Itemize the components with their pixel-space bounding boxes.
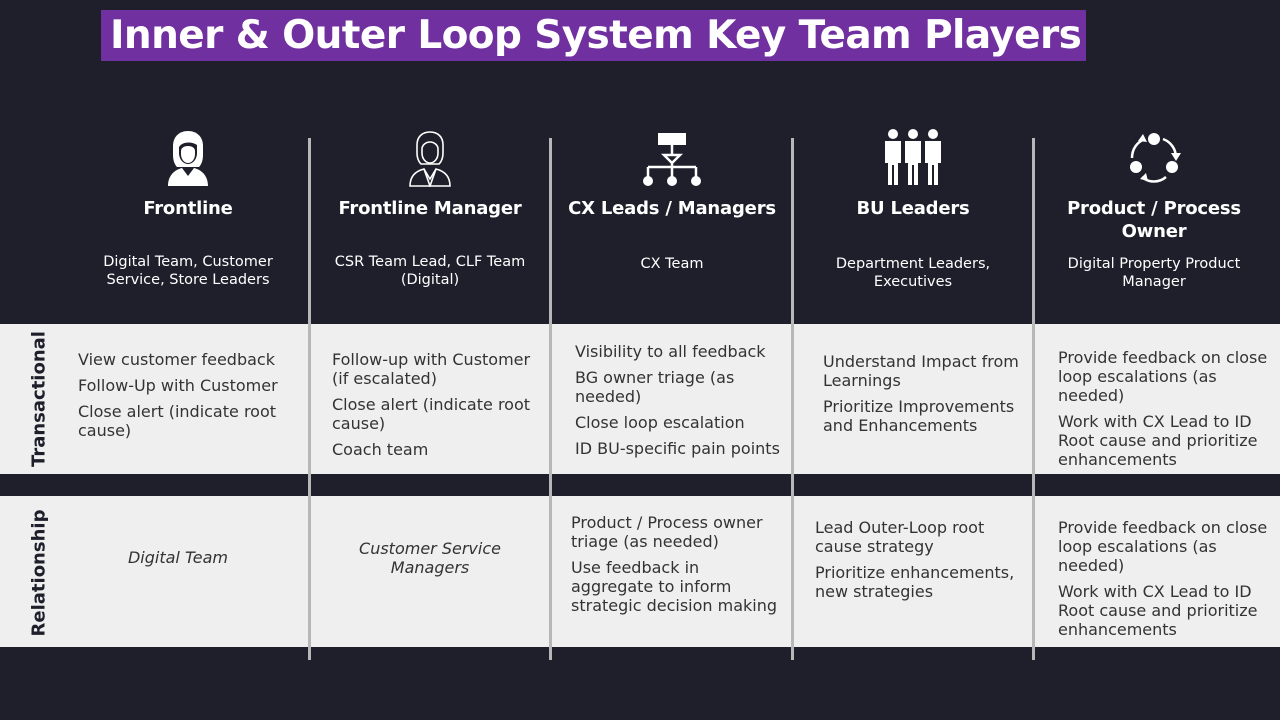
- relationship-cell-frontline: Digital Team: [127, 548, 228, 567]
- role-members: CSR Team Lead, CLF Team (Digital): [334, 254, 526, 288]
- list-item: Close alert (indicate root cause): [332, 395, 531, 433]
- relationship-cell-cx-leads: Product / Process owner triage (as neede…: [571, 513, 783, 622]
- group-icon: [798, 125, 1028, 187]
- relationship-band: [0, 496, 1280, 647]
- list-item: Follow-up with Customer (if escalated): [332, 350, 531, 388]
- column-header-cx-leads: CX Leads / Managers CX Team: [557, 125, 787, 272]
- transactional-cell-cx-leads: Visibility to all feedback BG owner tria…: [575, 342, 785, 465]
- role-members: Digital Property Product Manager: [1067, 256, 1241, 290]
- row-label-relationship: Relationship: [28, 509, 50, 637]
- list-item: Close loop escalation: [575, 413, 745, 432]
- role-members: Digital Team, Customer Service, Store Le…: [103, 254, 273, 288]
- list-item: Prioritize Improvements and Enhancements: [823, 397, 1015, 435]
- transactional-cell-product-owner: Provide feedback on close loop escalatio…: [1058, 348, 1268, 476]
- woman-icon: [73, 125, 303, 187]
- role-name: Frontline: [143, 198, 233, 219]
- transactional-cell-frontline-manager: Follow-up with Customer (if escalated) C…: [332, 350, 542, 466]
- column-header-bu-leaders: BU Leaders Department Leaders, Executive…: [798, 125, 1028, 290]
- list-item: Lead Outer-Loop root cause strategy: [815, 518, 985, 556]
- list-item: Provide feedback on close loop escalatio…: [1058, 518, 1268, 575]
- list-item: Visibility to all feedback: [575, 342, 766, 361]
- role-members: CX Team: [640, 256, 704, 272]
- list-item: Follow-Up with Customer: [78, 376, 278, 395]
- list-item: Prioritize enhancements, new strategies: [815, 563, 1015, 601]
- transactional-cell-frontline: View customer feedback Follow-Up with Cu…: [78, 350, 293, 447]
- list-item: Work with CX Lead to ID Root cause and p…: [1058, 582, 1258, 639]
- list-item: ID BU-specific pain points: [575, 439, 780, 458]
- list-item: Coach team: [332, 440, 429, 459]
- page-title: Inner & Outer Loop System Key Team Playe…: [110, 13, 1082, 58]
- column-divider: [791, 138, 794, 660]
- column-header-frontline-manager: Frontline Manager CSR Team Lead, CLF Tea…: [315, 125, 545, 288]
- transactional-cell-bu-leaders: Understand Impact from Learnings Priorit…: [823, 352, 1023, 442]
- row-label-transactional: Transactional: [28, 331, 50, 467]
- role-name: BU Leaders: [856, 198, 970, 219]
- list-item: Work with CX Lead to ID Root cause and p…: [1058, 412, 1258, 469]
- relationship-cell-frontline-manager: Customer Service Managers: [359, 539, 501, 577]
- column-divider: [549, 138, 552, 660]
- list-item: Use feedback in aggregate to inform stra…: [571, 558, 778, 615]
- relationship-cell-bu-leaders: Lead Outer-Loop root cause strategy Prio…: [815, 518, 1020, 608]
- column-divider: [1032, 138, 1035, 660]
- list-item: Provide feedback on close loop escalatio…: [1058, 348, 1268, 405]
- manager-icon: [315, 125, 545, 187]
- relationship-cell-product-owner: Provide feedback on close loop escalatio…: [1058, 518, 1268, 646]
- list-item: Product / Process owner triage (as neede…: [571, 513, 763, 551]
- column-header-product-owner: Product / Process Owner Digital Property…: [1039, 125, 1269, 290]
- column-divider: [308, 138, 311, 660]
- role-name: Frontline Manager: [338, 198, 522, 219]
- role-name: Product / Process Owner: [1067, 198, 1241, 242]
- role-name: CX Leads / Managers: [568, 198, 776, 219]
- transactional-band: [0, 324, 1280, 474]
- org-chart-icon: [557, 125, 787, 187]
- title-banner: Inner & Outer Loop System Key Team Playe…: [101, 10, 1086, 61]
- list-item: Close alert (indicate root cause): [78, 402, 277, 440]
- list-item: BG owner triage (as needed): [575, 368, 735, 406]
- column-header-frontline: Frontline Digital Team, Customer Service…: [73, 125, 303, 288]
- list-item: View customer feedback: [78, 350, 275, 369]
- cycle-icon: [1039, 125, 1269, 187]
- list-item: Understand Impact from Learnings: [823, 352, 1019, 390]
- role-members: Department Leaders, Executives: [835, 256, 991, 290]
